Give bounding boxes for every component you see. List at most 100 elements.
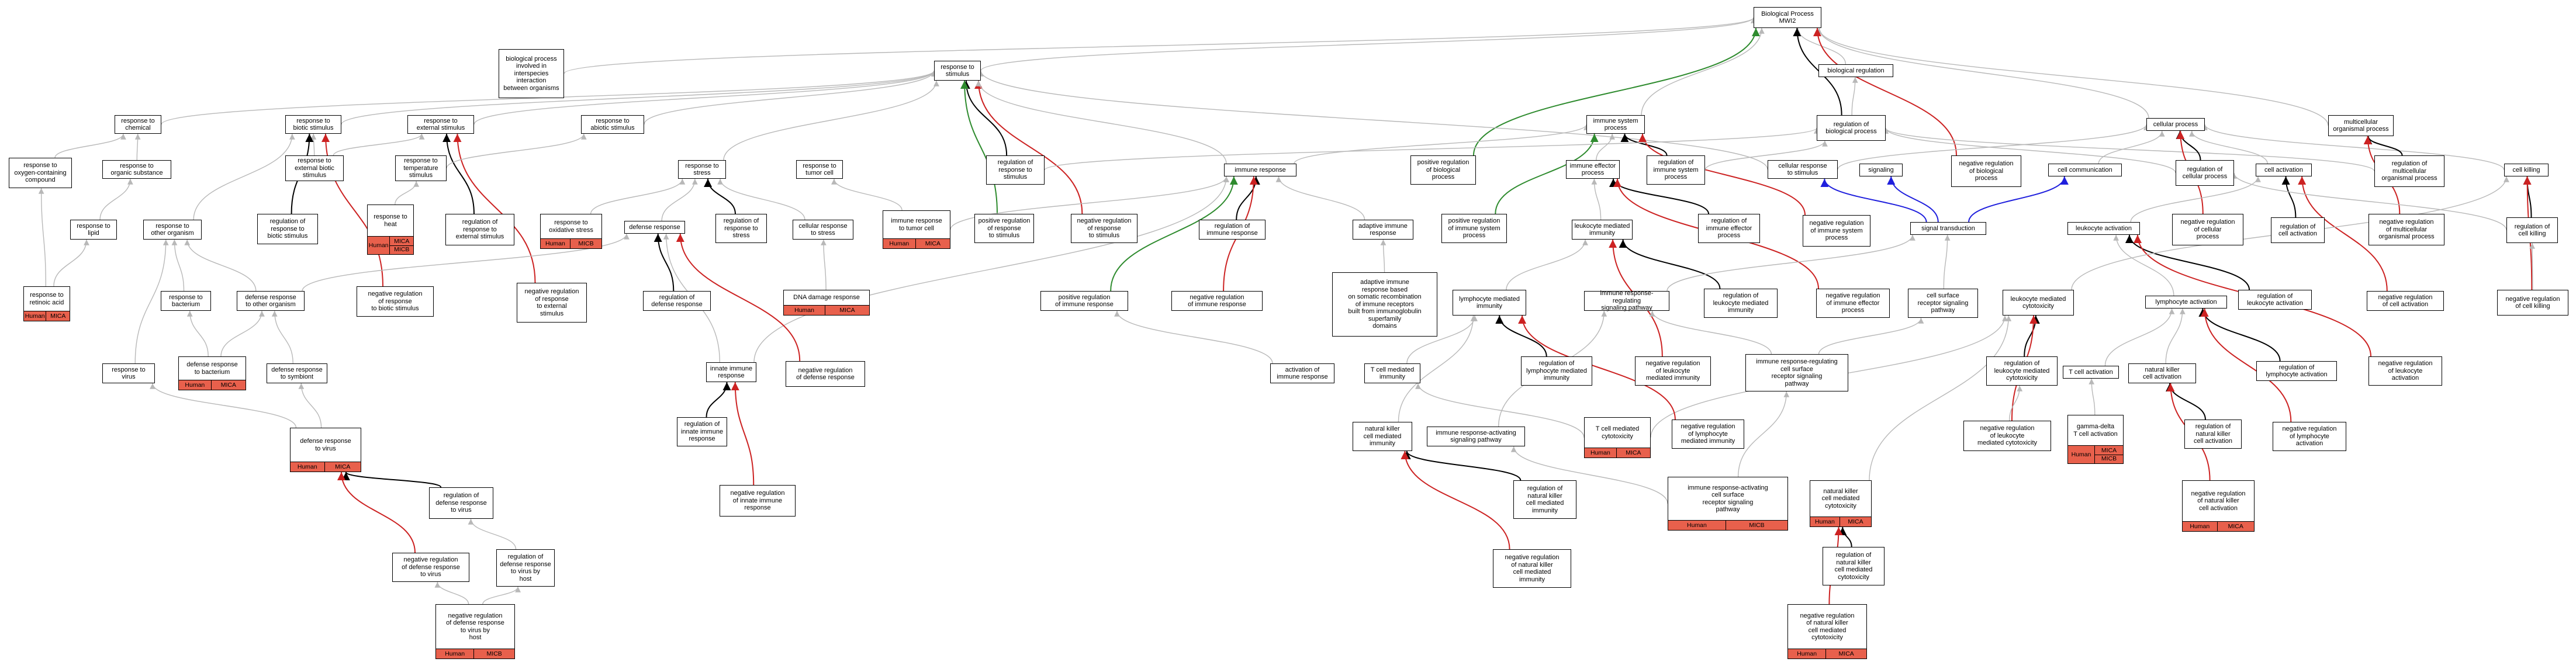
go-term-iir[interactable]: innate immune response bbox=[706, 362, 756, 382]
go-term-air[interactable]: adaptive immune response bbox=[1353, 220, 1413, 240]
go-term-rbact[interactable]: response to bacterium bbox=[161, 291, 211, 311]
go-term-nrdrvirus[interactable]: negative regulation of defense response … bbox=[392, 553, 469, 582]
go-term-nriep[interactable]: negative regulation of immune effector p… bbox=[1816, 289, 1890, 318]
go-term-rcp[interactable]: regulation of cellular process bbox=[2176, 160, 2234, 186]
go-term-iep[interactable]: immune effector process bbox=[1566, 160, 1620, 179]
go-term-rla[interactable]: regulation of leukocyte activation bbox=[2238, 290, 2312, 310]
go-term-priss[interactable]: positive regulation of immune system pro… bbox=[1441, 214, 1507, 243]
go-term-rlmi[interactable]: regulation of leukocyte mediated immunit… bbox=[1704, 289, 1778, 318]
go-term-nrlmi[interactable]: negative regulation of leukocyte mediate… bbox=[1635, 356, 1711, 386]
go-term-nrlmc[interactable]: negative regulation of leukocyte mediate… bbox=[1963, 421, 2051, 451]
go-term-nkmc[interactable]: natural killer cell mediated cytotoxicit… bbox=[1810, 480, 1872, 527]
go-term-rs[interactable]: response to stimulus bbox=[934, 61, 981, 81]
go-term-rnkca[interactable]: regulation of natural killer cell activa… bbox=[2184, 420, 2242, 449]
go-term-rrstress[interactable]: regulation of response to stress bbox=[715, 214, 767, 243]
go-term-lmc[interactable]: leukocyte mediated cytotoxicity bbox=[2003, 290, 2074, 316]
go-term-ir[interactable]: immune response bbox=[1224, 164, 1296, 176]
go-term-rrext[interactable]: regulation of response to external stimu… bbox=[445, 214, 514, 245]
go-term-iracsp[interactable]: immune response-activating signaling pat… bbox=[1427, 427, 1525, 446]
go-term-rca[interactable]: regulation of cell activation bbox=[2271, 217, 2325, 243]
go-term-nrca[interactable]: negative regulation of cell activation bbox=[2367, 291, 2444, 311]
go-term-nkmi[interactable]: natural killer cell mediated immunity bbox=[1353, 422, 1412, 451]
go-term-rtumor[interactable]: response to tumor cell bbox=[796, 160, 843, 179]
go-term-nrlyma[interactable]: negative regulation of lymphocyte activa… bbox=[2273, 422, 2346, 451]
go-term-iracsrsp[interactable]: immune response-activating cell surface … bbox=[1668, 477, 1788, 531]
go-term-dro[interactable]: defense response to other organism bbox=[237, 291, 305, 311]
go-term-rvirus[interactable]: response to virus bbox=[102, 363, 155, 383]
go-term-mop[interactable]: multicellular organismal process bbox=[2328, 115, 2394, 136]
go-term-la[interactable]: leukocyte activation bbox=[2067, 222, 2140, 235]
go-term-bpii[interactable]: biological process involved in interspec… bbox=[499, 49, 564, 98]
go-term-nrmop[interactable]: negative regulation of multicellular org… bbox=[2368, 214, 2444, 245]
go-term-airsom[interactable]: adaptive immune response based on somati… bbox=[1332, 272, 1437, 337]
go-term-rrbio[interactable]: regulation of response to biotic stimulu… bbox=[257, 214, 318, 244]
go-term-ck[interactable]: cell killing bbox=[2504, 164, 2549, 176]
go-term-rother[interactable]: response to other organism bbox=[143, 220, 202, 240]
go-term-iracsr[interactable]: immune response-regulating cell surface … bbox=[1745, 354, 1848, 391]
go-term-rck[interactable]: regulation of cell killing bbox=[2506, 217, 2558, 243]
go-term-nrrbio[interactable]: negative regulation of response to bioti… bbox=[357, 286, 434, 317]
go-term-nriss[interactable]: negative regulation of immune system pro… bbox=[1803, 215, 1870, 247]
go-term-rdr[interactable]: regulation of defense response bbox=[643, 291, 711, 311]
go-term-tcmi[interactable]: T cell mediated immunity bbox=[1364, 363, 1420, 383]
go-term-bp[interactable]: Biological Process MWI2 bbox=[1754, 7, 1821, 28]
go-term-tca[interactable]: T cell activation bbox=[2063, 366, 2119, 379]
go-term-lmi[interactable]: leukocyte mediated immunity bbox=[1572, 220, 1633, 240]
go-term-nrdr[interactable]: negative regulation of defense response bbox=[786, 361, 865, 387]
go-term-riir[interactable]: regulation of innate immune response bbox=[677, 417, 727, 446]
go-term-prbp[interactable]: positive regulation of biological proces… bbox=[1410, 155, 1476, 185]
go-term-nkca[interactable]: natural killer cell activation bbox=[2128, 363, 2196, 383]
go-term-lymi[interactable]: lymphocyte mediated immunity bbox=[1453, 290, 1526, 316]
go-term-rbp[interactable]: regulation of biological process bbox=[1817, 115, 1886, 141]
go-term-cc[interactable]: cell communication bbox=[2048, 164, 2122, 176]
go-term-csrsp[interactable]: cell surface receptor signaling pathway bbox=[1908, 289, 1978, 318]
go-term-nrdrvirushost[interactable]: negative regulation of defense response … bbox=[435, 604, 515, 659]
go-term-rbio[interactable]: response to biotic stimulus bbox=[285, 115, 341, 134]
go-term-lyma[interactable]: lymphocyte activation bbox=[2145, 296, 2227, 309]
go-term-roxy[interactable]: response to oxygen-containing compound bbox=[9, 158, 72, 188]
go-term-ca[interactable]: cell activation bbox=[2256, 164, 2312, 176]
go-term-irrsp[interactable]: immune response-regulating signaling pat… bbox=[1584, 290, 1669, 311]
go-term-rrs[interactable]: regulation of response to stimulus bbox=[986, 155, 1045, 185]
go-term-crstress[interactable]: cellular response to stress bbox=[793, 220, 853, 240]
go-term-nrnkmc[interactable]: negative regulation of natural killer ce… bbox=[1787, 604, 1867, 659]
go-term-crs[interactable]: cellular response to stimulus bbox=[1768, 160, 1838, 179]
go-term-nrrs[interactable]: negative regulation of response to stimu… bbox=[1071, 214, 1137, 243]
go-term-activir[interactable]: activation of immune response bbox=[1270, 363, 1334, 383]
go-term-prir[interactable]: positive regulation of immune response bbox=[1040, 291, 1128, 311]
go-term-rexbio[interactable]: response to external biotic stimulus bbox=[285, 155, 344, 181]
go-term-nriir[interactable]: negative regulation of innate immune res… bbox=[720, 485, 796, 517]
go-term-nrir[interactable]: negative regulation of immune response bbox=[1171, 291, 1263, 311]
go-term-rdrvirushost[interactable]: regulation of defense response to virus … bbox=[496, 549, 555, 587]
go-term-rnkmc[interactable]: regulation of natural killer cell mediat… bbox=[1823, 547, 1885, 585]
go-term-rir[interactable]: regulation of immune response bbox=[1199, 220, 1265, 240]
go-term-rchem[interactable]: response to chemical bbox=[115, 115, 161, 134]
go-term-rdrvirus[interactable]: regulation of defense response to virus bbox=[429, 487, 493, 519]
go-term-rorg[interactable]: response to organic substance bbox=[102, 160, 171, 179]
go-term-riss[interactable]: regulation of immune system process bbox=[1647, 155, 1705, 185]
go-term-rnkmi[interactable]: regulation of natural killer cell mediat… bbox=[1513, 480, 1576, 519]
go-term-nrbp[interactable]: negative regulation of biological proces… bbox=[1951, 155, 2021, 187]
go-term-rlymi[interactable]: regulation of lymphocyte mediated immuni… bbox=[1521, 356, 1592, 386]
go-term-prrs[interactable]: positive regulation of response to stimu… bbox=[974, 214, 1034, 243]
go-term-nrck[interactable]: negative regulation of cell killing bbox=[2497, 290, 2568, 316]
go-term-br[interactable]: biological regulation bbox=[1818, 64, 1893, 77]
go-term-iss[interactable]: immune system process bbox=[1586, 115, 1645, 134]
go-term-nrrext[interactable]: negative regulation of response to exter… bbox=[517, 283, 587, 323]
go-term-nrnkmi[interactable]: negative regulation of natural killer ce… bbox=[1493, 549, 1571, 588]
go-term-nrla[interactable]: negative regulation of leukocyte activat… bbox=[2368, 356, 2442, 386]
go-term-rlyma[interactable]: regulation of lymphocyte activation bbox=[2256, 361, 2337, 381]
go-term-sig[interactable]: signaling bbox=[1859, 164, 1903, 176]
go-term-dr[interactable]: defense response bbox=[624, 221, 685, 234]
go-term-cp[interactable]: cellular process bbox=[2146, 118, 2205, 131]
go-term-rlipid[interactable]: response to lipid bbox=[70, 220, 117, 240]
go-term-rmop[interactable]: regulation of multicellular organismal p… bbox=[2374, 155, 2444, 187]
go-term-nrlymi[interactable]: negative regulation of lymphocyte mediat… bbox=[1672, 420, 1744, 449]
go-term-st[interactable]: signal transduction bbox=[1910, 222, 1986, 235]
